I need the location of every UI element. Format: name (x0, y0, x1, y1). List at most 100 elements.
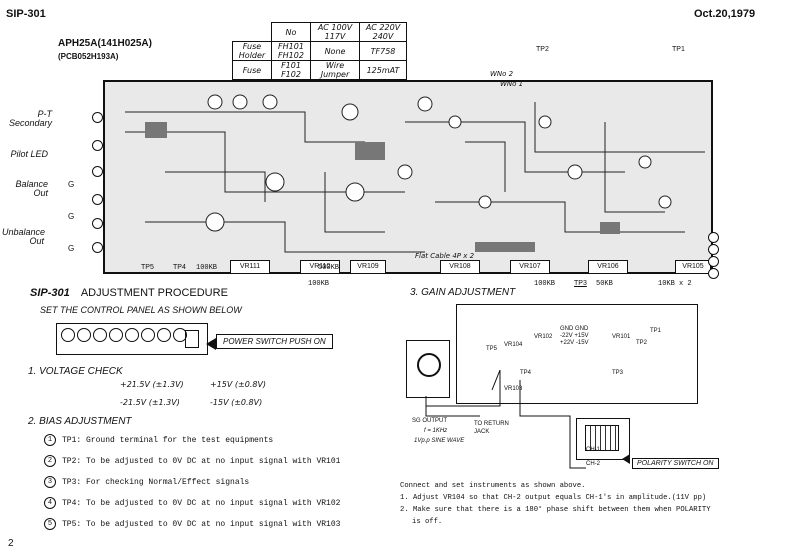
bias-item-number: 4 (44, 497, 56, 510)
vr-value-10kb: 10KB x 2 (658, 280, 692, 288)
fuse-row1-no: FH101 FH102 (271, 41, 311, 61)
gain-step-2: 2. Make sure that there is a 180° phase … (400, 506, 711, 514)
return-jack-label: TO RETURN JACK (474, 421, 509, 435)
p22-label: +22V (560, 340, 575, 346)
fuse-row2-label: Fuse (232, 60, 272, 80)
knob-icon (93, 328, 107, 342)
vr105: VR105 (675, 260, 711, 274)
bias-item-text: TP1: Ground terminal for the test equipm… (62, 436, 274, 446)
vr-value-100kb-c: 100KB (534, 280, 556, 288)
terminal-r4 (708, 232, 719, 243)
bias-item-number: 1 (44, 434, 56, 446)
gain-step-1: 1. Adjust VR104 so that CH-2 output equa… (400, 494, 707, 502)
wno1-label: WNo 1 (500, 80, 524, 88)
bias-heading: 2. BIAS ADJUSTMENT (28, 416, 132, 427)
terminal-20 (92, 194, 103, 205)
adjustment-title: SIP-301 ADJUSTMENT PROCEDURE (30, 287, 228, 299)
ground-label-3: G (68, 244, 75, 253)
voltage-p15: +15V (±0.8V) (210, 380, 267, 389)
bias-item-text: TP2: To be adjusted to 0V DC at no input… (62, 457, 341, 467)
vr-value-50kb: 50KB (596, 280, 613, 288)
terminal-17 (92, 140, 103, 151)
bias-item-number: 3 (44, 476, 56, 489)
oscilloscope-icon (576, 418, 630, 460)
freq-label: f = 1KHz (424, 428, 448, 434)
vr107: VR107 (510, 260, 550, 274)
knob-icon (61, 328, 75, 342)
fuse-row1-v100: None (310, 41, 360, 61)
probe-wires (425, 369, 586, 469)
arrow-left-icon (206, 338, 216, 350)
pt-secondary-label: P-T Secondary (8, 109, 52, 128)
fig-tp5-label: TP5 (486, 346, 498, 352)
vr110: VR110 (300, 260, 340, 274)
fuse-row2-v220: 125mAT (359, 60, 407, 80)
vr111: VR111 (230, 260, 270, 274)
fig-tp2-label: TP2 (636, 340, 648, 346)
m15-label: -15V (575, 340, 589, 346)
gnd-label-2: GND (575, 326, 589, 332)
polarity-switch-box: POLARITY SWITCH ON (632, 458, 719, 469)
board-tp4-label: TP4 (173, 264, 186, 271)
vr-value-100kb-b: 100KB (308, 280, 330, 288)
gain-intro: Connect and set instruments as shown abo… (400, 482, 586, 490)
voltage-check-heading: 1. VOLTAGE CHECK (28, 366, 123, 377)
fig-tp1-label: TP1 (650, 328, 662, 334)
terminal-r3 (708, 244, 719, 255)
knob-icon (77, 328, 91, 342)
vr-value-100kb-a: 100KB (196, 264, 218, 272)
fuse-row2-v100: Wire Jumper (310, 60, 360, 80)
m22-label: -22V (560, 333, 573, 339)
bias-item-text: TP3: For checking Normal/Effect signals (62, 478, 250, 488)
voltage-m15: -15V (±0.8V) (210, 398, 263, 407)
terminal-r1 (708, 268, 719, 279)
set-panel-instruction: SET THE CONTROL PANEL AS SHOWN BELOW (40, 305, 242, 315)
adjustment-title-model: SIP-301 (30, 287, 70, 299)
pcb-traces (125, 94, 705, 253)
supply-labels: GND GND -22V +15V +22V -15V (560, 326, 589, 347)
fig-vr102-label: VR102 (534, 334, 553, 340)
knob-icon (173, 328, 187, 342)
bias-item: 1 TP1: Ground terminal for the test equip… (44, 434, 384, 447)
board-tp5-label: TP5 (141, 264, 154, 271)
knob-icon (157, 328, 171, 342)
ch1-label: CH-1 (586, 447, 601, 453)
gain-instructions: Connect and set instruments as shown abo… (400, 480, 780, 528)
fuse-col-no: No (271, 22, 311, 42)
gnd-label-1: GND (560, 326, 574, 332)
terminal-r2 (708, 256, 719, 267)
voltage-m21: -21.5V (±1.3V) (120, 398, 180, 407)
terminal-22 (92, 218, 103, 229)
pilot-led-label: Pilot LED (10, 149, 48, 159)
terminal-16 (92, 112, 103, 123)
voltage-p21: +21.5V (±1.3V) (120, 380, 184, 389)
tp3-board-label: TP3 (574, 280, 587, 287)
terminal-18 (92, 166, 103, 177)
fig-tp3-label: TP3 (612, 370, 624, 376)
bias-item-text: TP5: To be adjusted to 0V DC at no input… (62, 520, 341, 530)
fuse-row2-no: F101 F102 (271, 60, 311, 80)
page-number: 2 (8, 538, 14, 549)
bias-item: 3 TP3: For checking Normal/Effect signals (44, 476, 384, 489)
power-switch-box: POWER SWITCH PUSH ON (216, 334, 333, 349)
wno2-label: WNo 2 (490, 70, 514, 78)
bias-list: 1 TP1: Ground terminal for the test equip… (44, 434, 384, 532)
ground-label-1: G (68, 180, 75, 189)
signal-generator-icon (406, 340, 450, 398)
gain-step-2-cont: is off. (412, 518, 443, 526)
gain-heading: 3. GAIN ADJUSTMENT (410, 287, 516, 298)
fuse-row1-label: Fuse Holder (232, 41, 272, 61)
arrow-left-icon (622, 454, 630, 464)
balance-out-label: Balance Out (15, 179, 48, 198)
p15-label: +15V (574, 333, 589, 339)
doc-date: Oct.20,1979 (694, 8, 756, 20)
bias-item: 5 TP5: To be adjusted to 0V DC at no inpu… (44, 518, 384, 531)
knob-icon (125, 328, 139, 342)
fig-vr101-label: VR101 (612, 334, 631, 340)
fig-tp4-label: TP4 (520, 370, 532, 376)
bias-item-number: 5 (44, 518, 56, 531)
pcb-number: (PCB052H193A) (58, 52, 119, 61)
vr-value-500kb: 500KB (318, 264, 340, 272)
